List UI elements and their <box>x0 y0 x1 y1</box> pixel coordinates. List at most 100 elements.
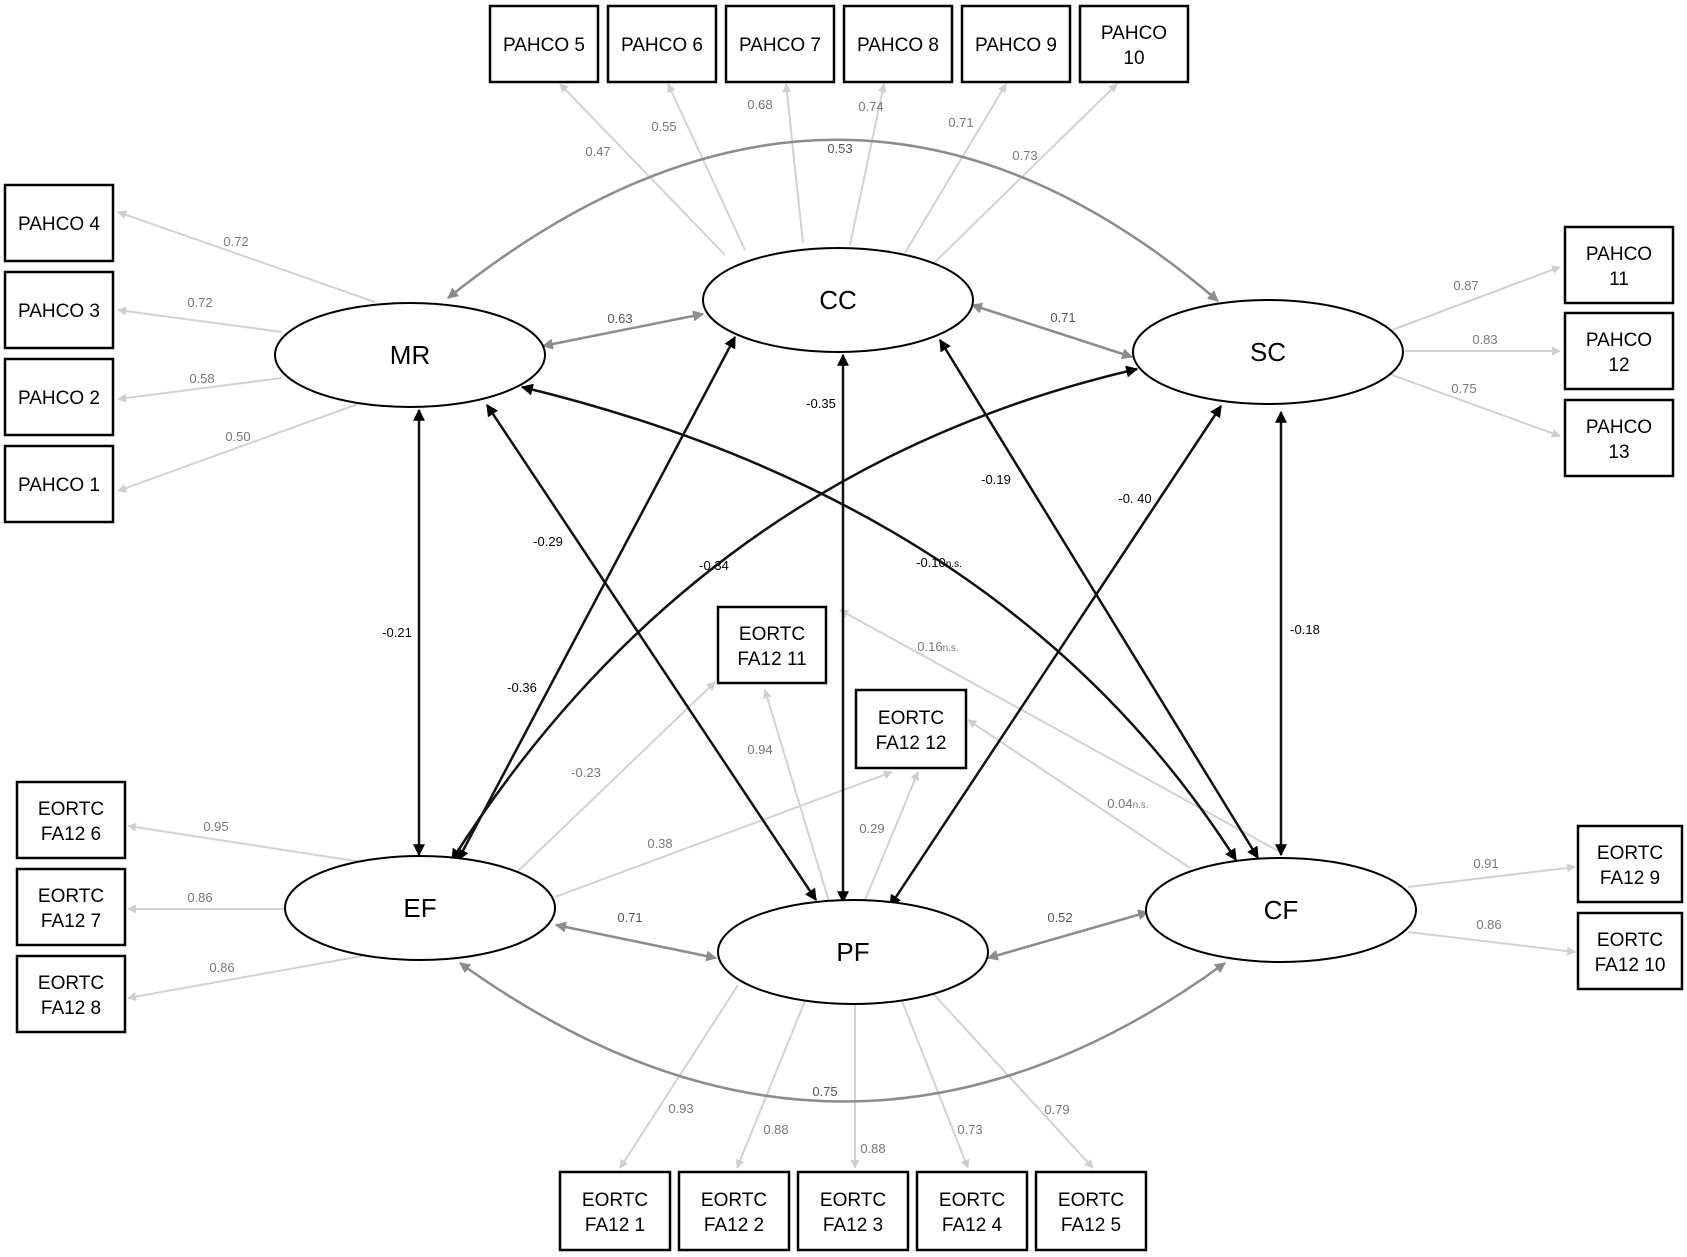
path-cf-eortc9 <box>1407 863 1576 888</box>
label-ef-cf: 0.75 <box>812 1084 837 1099</box>
svg-text:EORTC: EORTC <box>878 708 944 729</box>
svg-text:EORTC: EORTC <box>1058 1190 1124 1211</box>
label-pf-eortc1: 0.93 <box>668 1101 693 1116</box>
label-cc-pf: -0.35 <box>806 396 836 411</box>
indicator-pahco7: PAHCO 7 <box>724 4 836 84</box>
latent-ef-label: EF <box>403 893 436 923</box>
path-pf-eortc12 <box>862 771 920 906</box>
indicator-pahco12: PAHCO 12 <box>1563 311 1675 391</box>
path-ef-eortc8 <box>127 955 363 1001</box>
corr-mr-cf <box>520 383 1238 862</box>
svg-text:12: 12 <box>1608 355 1629 376</box>
path-sc-pahco13 <box>1391 374 1561 438</box>
path-pf-eortc2 <box>735 995 808 1169</box>
label-cc-pahco8: 0.74 <box>858 99 883 114</box>
corr-cc-ef <box>456 335 737 862</box>
latent-mr-label: MR <box>390 340 430 370</box>
latent-mr: MR <box>274 302 546 408</box>
indicator-eortc4: EORTC FA12 4 <box>915 1170 1029 1252</box>
svg-text:FA12 4: FA12 4 <box>942 1215 1003 1236</box>
path-pf-eortc4 <box>899 995 970 1169</box>
corr-sc-ef <box>450 365 1139 862</box>
indicator-pahco9: PAHCO 9 <box>960 4 1072 84</box>
svg-text:FA12 10: FA12 10 <box>1595 955 1666 976</box>
label-cc-pahco10: 0.73 <box>1012 148 1037 163</box>
label-cc-sc: 0.71 <box>1050 310 1075 325</box>
indicator-eortc3: EORTC FA12 3 <box>796 1170 910 1252</box>
indicator-eortc8: EORTC FA12 8 <box>15 954 127 1034</box>
label-ef-eortc6: 0.95 <box>203 819 228 834</box>
indicator-eortc1: EORTC FA12 1 <box>558 1170 672 1252</box>
svg-text:FA12 6: FA12 6 <box>41 824 101 845</box>
latent-cf: CF <box>1145 857 1417 963</box>
correlation-labels: 0.53 0.63 0.71 0.71 0.52 0.75 -0.21 -0.3… <box>382 141 1320 1099</box>
label-cf-eortc12: 0.04n.s. <box>1107 796 1148 811</box>
label-pf-eortc11: 0.94 <box>747 742 772 757</box>
svg-text:PAHCO: PAHCO <box>1586 417 1652 438</box>
svg-text:PAHCO 2: PAHCO 2 <box>18 388 100 409</box>
svg-text:FA12 5: FA12 5 <box>1061 1215 1121 1236</box>
svg-text:FA12 2: FA12 2 <box>704 1215 764 1236</box>
label-pf-eortc12: 0.29 <box>859 821 884 836</box>
svg-text:PAHCO 9: PAHCO 9 <box>975 35 1057 56</box>
svg-text:PAHCO: PAHCO <box>1586 330 1652 351</box>
label-cc-pahco5: 0.47 <box>585 144 610 159</box>
label-pf-eortc2: 0.88 <box>763 1122 788 1137</box>
svg-text:FA12 11: FA12 11 <box>737 649 806 670</box>
indicator-eortc2: EORTC FA12 2 <box>677 1170 791 1252</box>
svg-text:PAHCO 5: PAHCO 5 <box>503 35 585 56</box>
latent-sc-label: SC <box>1250 337 1286 367</box>
label-ef-pf: 0.71 <box>617 910 642 925</box>
label-mr-pahco3: 0.72 <box>187 295 212 310</box>
indicator-eortc9: EORTC FA12 9 <box>1576 824 1684 904</box>
svg-text:PAHCO 8: PAHCO 8 <box>857 35 939 56</box>
svg-text:FA12 9: FA12 9 <box>1600 868 1660 889</box>
label-mr-pahco2: 0.58 <box>189 371 214 386</box>
svg-text:EORTC: EORTC <box>701 1190 767 1211</box>
label-ef-eortc8: 0.86 <box>209 960 234 975</box>
label-ef-eortc11: -0.23 <box>571 765 601 780</box>
svg-text:FA12 7: FA12 7 <box>41 911 101 932</box>
indicator-pahco13: PAHCO 13 <box>1563 398 1675 478</box>
path-mr-pahco3 <box>117 306 283 333</box>
indicator-pahco11: PAHCO 11 <box>1563 225 1675 305</box>
corr-sc-pf <box>888 404 1223 908</box>
path-cc-pahco5 <box>559 83 726 256</box>
svg-text:PAHCO 1: PAHCO 1 <box>18 475 100 496</box>
label-sc-cf: -0.18 <box>1290 622 1320 637</box>
svg-text:EORTC: EORTC <box>739 624 805 645</box>
svg-text:PAHCO: PAHCO <box>1101 23 1167 44</box>
loading-paths <box>117 83 1576 1169</box>
latent-variables: MR CC SC EF PF CF <box>274 247 1417 1005</box>
path-cc-pahco7 <box>782 83 804 244</box>
svg-text:PAHCO: PAHCO <box>1586 244 1652 265</box>
label-mr-ef: -0.21 <box>382 625 412 640</box>
label-cc-pahco7: 0.68 <box>747 97 772 112</box>
latent-cc-label: CC <box>819 285 857 315</box>
label-pf-cf: 0.52 <box>1047 910 1072 925</box>
label-mr-pahco1: 0.50 <box>225 429 250 444</box>
indicator-pahco4: PAHCO 4 <box>3 183 115 263</box>
label-mr-pf: -0.29 <box>533 534 563 549</box>
svg-text:EORTC: EORTC <box>38 799 104 820</box>
indicator-pahco2: PAHCO 2 <box>3 357 115 437</box>
latent-pf: PF <box>717 899 989 1005</box>
latent-ef: EF <box>284 855 556 961</box>
loading-labels: 0.47 0.55 0.68 0.74 0.71 0.73 0.72 0.72 … <box>187 97 1501 1156</box>
indicator-pahco8: PAHCO 8 <box>842 4 954 84</box>
label-pf-eortc4: 0.73 <box>957 1122 982 1137</box>
indicator-eortc12: EORTC FA12 12 <box>854 688 968 770</box>
label-cc-pahco9: 0.71 <box>948 115 973 130</box>
svg-text:11: 11 <box>1609 269 1629 290</box>
corr-cc-cf <box>938 338 1260 860</box>
label-cc-pahco6: 0.55 <box>651 119 676 134</box>
path-pf-eortc5 <box>927 987 1094 1169</box>
label-mr-cc: 0.63 <box>607 311 632 326</box>
corr-ef-pf <box>554 921 718 962</box>
svg-text:13: 13 <box>1608 442 1629 463</box>
corr-ef-cf <box>459 961 1226 1103</box>
within-correlations <box>447 138 1226 1103</box>
indicator-pahco3: PAHCO 3 <box>3 270 115 350</box>
label-cf-eortc11: 0.16n.s. <box>917 639 958 654</box>
label-mr-cf: -0.10n.s. <box>916 555 962 570</box>
